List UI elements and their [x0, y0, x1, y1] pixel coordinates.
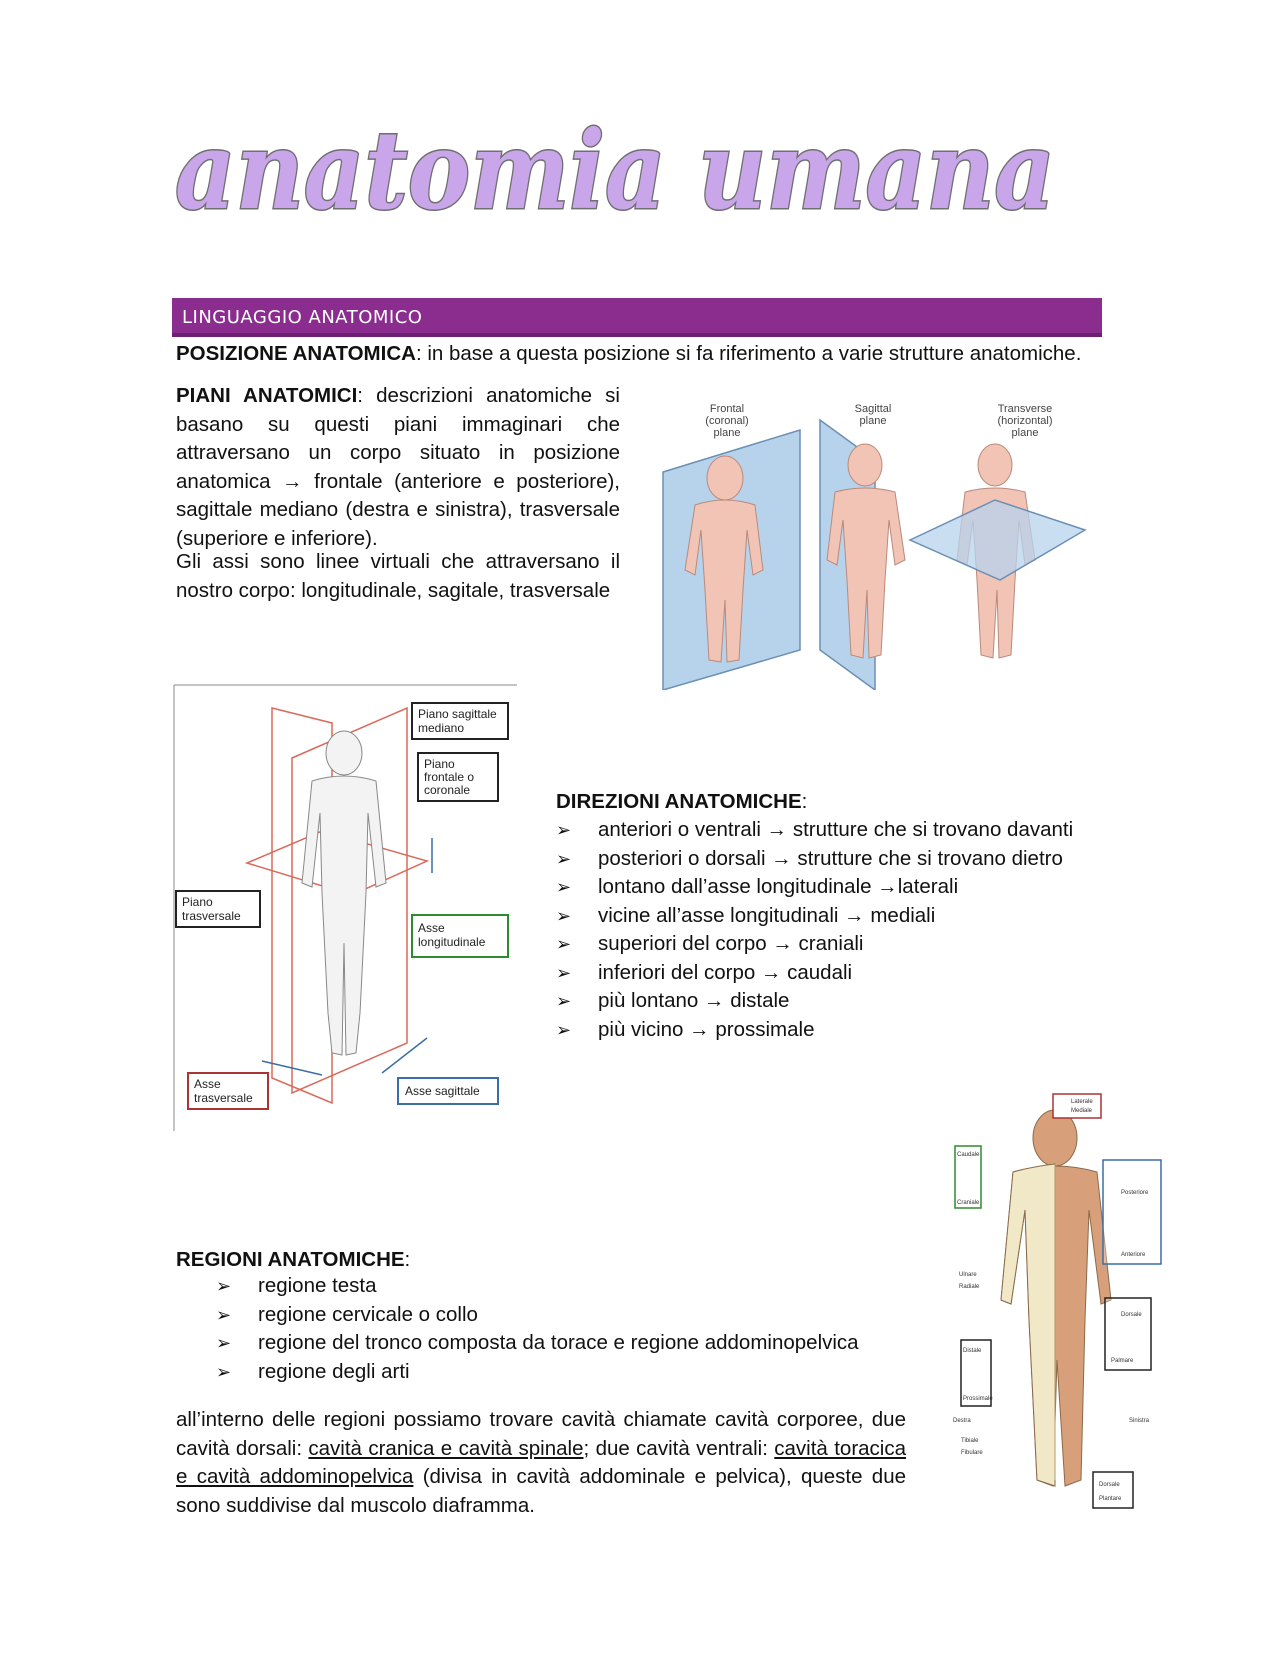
- direzioni-item-text: più lontano → distale: [598, 989, 790, 1012]
- direzioni-item-text: inferiori del corpo → caudali: [598, 960, 853, 984]
- dorsale-label: Dorsale: [1121, 1312, 1142, 1318]
- bullet-arrow-icon: ➢: [216, 1304, 232, 1325]
- frontal-label-3: plane: [714, 427, 741, 439]
- direzioni-item-text: lontano dall’asse longitudinale →lateral…: [598, 875, 959, 898]
- direzioni-item-text: anteriori o ventrali → strutture che si …: [598, 818, 1074, 841]
- posteriore-label: Posteriore: [1121, 1190, 1149, 1196]
- regioni-list: ➢ regione testa ➢ regione cervicale o collo…: [216, 1272, 916, 1386]
- title-text: anatomia umana: [175, 120, 1055, 234]
- direzioni-item: ➢ lontano dall’asse longitudinale →latera…: [556, 873, 1116, 902]
- asse-trasversale-label-1: Asse: [194, 1077, 221, 1091]
- asse-longitudinale-label-2: longitudinale: [418, 935, 486, 949]
- direzioni-item: ➢ vicine all’asse longitudinali → mediali: [556, 902, 1116, 931]
- direzioni-item: ➢ inferiori del corpo → caudali: [556, 959, 1116, 988]
- piano-frontale-label-1: Piano: [424, 757, 455, 771]
- cavita-text-2: ; due cavità ventrali:: [583, 1436, 775, 1460]
- piano-sagittale-label-2: mediano: [418, 721, 464, 735]
- asse-sagittale-label: Asse sagittale: [405, 1084, 480, 1098]
- regioni-item: ➢ regione cervicale o collo: [216, 1301, 916, 1330]
- direzioni-item: ➢ più lontano → distale: [556, 987, 1116, 1016]
- mediale-label: Mediale: [1071, 1108, 1093, 1114]
- anteriore-label: Anteriore: [1121, 1252, 1146, 1258]
- direzioni-list: ➢ anteriori o ventrali → strutture che si…: [556, 816, 1116, 1044]
- piano-frontale-label-3: coronale: [424, 783, 470, 797]
- regioni-item: ➢ regione testa: [216, 1272, 916, 1301]
- assi-paragraph: Gli assi sono linee virtuali che attrave…: [176, 550, 620, 602]
- regioni-item-text: regione cervicale o collo: [258, 1302, 478, 1326]
- direzioni-item: ➢ superiori del corpo → craniali: [556, 930, 1116, 959]
- posizione-term: POSIZIONE ANATOMICA: [176, 342, 416, 365]
- frontal-label-1: Frontal: [710, 403, 744, 415]
- bullet-arrow-icon: ➢: [556, 1019, 572, 1040]
- bullet-arrow-icon: ➢: [556, 934, 572, 954]
- bullet-arrow-icon: ➢: [556, 991, 572, 1011]
- regioni-item-text: regione testa: [258, 1274, 377, 1297]
- direzioni-heading: DIREZIONI ANATOMICHE:: [556, 790, 808, 813]
- bullet-arrow-icon: ➢: [556, 877, 572, 897]
- regioni-heading-text: REGIONI ANATOMICHE: [176, 1248, 405, 1271]
- cavita-text-1: all’interno delle regioni possiamo trova…: [176, 1408, 906, 1460]
- palmare-label: Palmare: [1111, 1358, 1134, 1364]
- direzioni-item-text: superiori del corpo → craniali: [598, 932, 864, 955]
- transverse-label-1: Transverse: [998, 403, 1053, 415]
- page-title: anatomia umana: [174, 107, 1075, 240]
- piano-trasversale-label-1: Piano: [182, 895, 213, 909]
- direzioni-item: ➢ anteriori o ventrali → strutture che si…: [556, 816, 1116, 845]
- direzioni-item: ➢ più vicino → prossimale: [556, 1016, 1116, 1045]
- asse-trasversale-label-2: trasversale: [194, 1091, 253, 1105]
- regioni-heading: REGIONI ANATOMICHE:: [176, 1248, 411, 1271]
- piani-term: PIANI ANATOMICI: [176, 384, 358, 407]
- frontal-label-2: (coronal): [705, 415, 748, 427]
- craniale-label: Craniale: [957, 1200, 980, 1206]
- distale-label: Distale: [963, 1348, 982, 1354]
- piano-trasversale-label-2: trasversale: [182, 909, 241, 923]
- piano-sagittale-label-1: Piano sagittale: [418, 707, 497, 721]
- direzioni-item-text: posteriori o dorsali → strutture che si …: [598, 846, 1063, 870]
- tibiale-label: Tibiale: [961, 1438, 979, 1444]
- piano-frontale-label-2: frontale o: [424, 770, 474, 784]
- direzioni-item-text: più vicino → prossimale: [598, 1017, 815, 1041]
- bullet-arrow-icon: ➢: [556, 848, 572, 869]
- direzioni-item: ➢ posteriori o dorsali → strutture che si…: [556, 845, 1116, 874]
- direzioni-item-text: vicine all’asse longitudinali → mediali: [598, 903, 936, 927]
- bullet-arrow-icon: ➢: [216, 1361, 232, 1382]
- cavita-text-3: (divisa in cavità addominale e pelvica),…: [176, 1465, 906, 1517]
- sagittal-label-2: plane: [860, 415, 887, 427]
- cavita-ventrali-underlined: cavità toracica e cavità addominopelvica: [176, 1436, 906, 1489]
- dorsale-piede-label: Dorsale: [1099, 1482, 1120, 1488]
- ulnare-label: Ulnare: [959, 1272, 977, 1278]
- body-directions-figure: Laterale Mediale Caudale Craniale Poster…: [925, 1090, 1185, 1520]
- posizione-text: : in base a questa posizione si fa rifer…: [415, 342, 1082, 365]
- posizione-paragraph: POSIZIONE ANATOMICA: in base a questa po…: [176, 340, 1108, 369]
- regioni-item: ➢ regione del tronco composta da torace e…: [216, 1329, 916, 1358]
- bullet-arrow-icon: ➢: [556, 905, 572, 926]
- fibulare-label: Fibulare: [961, 1450, 983, 1456]
- plantare-label: Plantare: [1099, 1496, 1122, 1502]
- planes-figure: Frontal (coronal) plane Sagittal plane T…: [655, 400, 1125, 692]
- direzioni-heading-text: DIREZIONI ANATOMICHE: [556, 790, 802, 813]
- section-banner: LINGUAGGIO ANATOMICO: [172, 298, 1102, 337]
- sagittal-label-1: Sagittal: [855, 403, 892, 415]
- radiale-label: Radiale: [959, 1284, 980, 1290]
- regioni-item: ➢ regione degli arti: [216, 1358, 916, 1387]
- cavita-dorsali-underlined: cavità cranica e cavità spinale: [308, 1436, 584, 1460]
- transverse-label-2: (horizontal): [997, 415, 1052, 427]
- piani-paragraph: PIANI ANATOMICI: descrizioni anatomiche …: [176, 382, 620, 553]
- axes-figure: Piano sagittale mediano Piano frontale o…: [172, 683, 522, 1133]
- bullet-arrow-icon: ➢: [556, 820, 572, 840]
- asse-longitudinale-label-1: Asse: [418, 921, 445, 935]
- cavita-paragraph: all’interno delle regioni possiamo trova…: [176, 1406, 906, 1520]
- bullet-arrow-icon: ➢: [216, 1276, 232, 1296]
- transverse-label-3: plane: [1012, 427, 1039, 439]
- destra-label: Destra: [953, 1418, 971, 1424]
- prossimale-label: Prossimale: [963, 1396, 993, 1402]
- regioni-item-text: regione del tronco composta da torace e …: [258, 1331, 859, 1354]
- regioni-item-text: regione degli arti: [258, 1359, 410, 1383]
- bullet-arrow-icon: ➢: [556, 962, 572, 983]
- bullet-arrow-icon: ➢: [216, 1333, 232, 1353]
- piani-text: : descrizioni anatomiche si basano su qu…: [176, 384, 620, 550]
- laterale-label: Laterale: [1071, 1099, 1093, 1105]
- sinistra-label: Sinistra: [1129, 1418, 1150, 1424]
- caudale-label: Caudale: [957, 1152, 980, 1158]
